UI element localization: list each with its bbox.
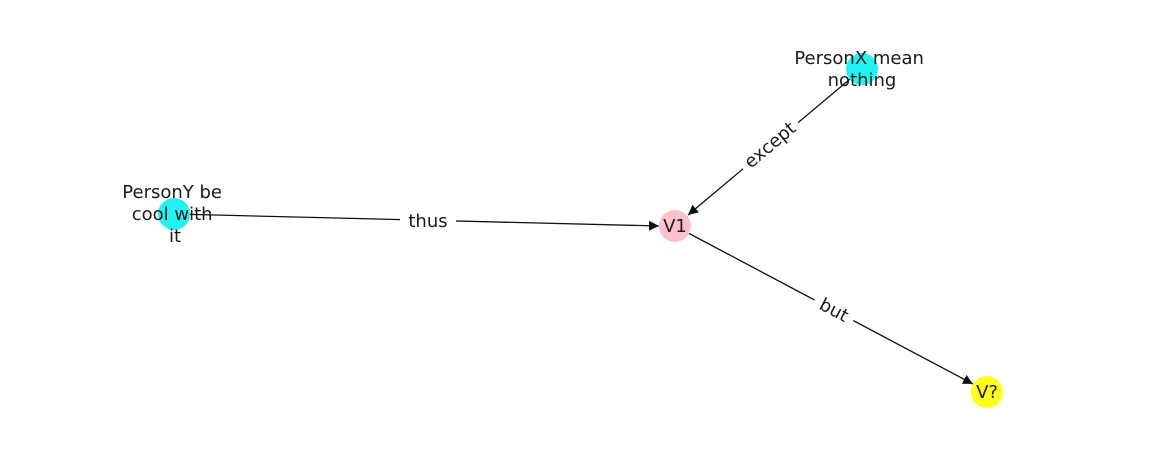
node-personx-label-line-1: PersonX mean <box>794 48 924 69</box>
node-v1-label: V1 <box>663 216 687 237</box>
nodes <box>158 53 1003 408</box>
node-labels: PersonX mean nothing PersonY be cool wit… <box>122 48 998 403</box>
node-vq-label: V? <box>976 382 998 403</box>
node-personx <box>846 53 878 85</box>
node-persony-label-line-1: PersonY be <box>122 182 222 203</box>
node-persony-label-line-3: it <box>169 226 181 247</box>
node-personx-label-line-2: nothing <box>828 70 897 91</box>
edge-label-except-group: except <box>733 111 807 179</box>
edges <box>173 68 974 385</box>
edge-label-thus-group: thus <box>400 206 456 234</box>
node-persony-label: PersonY be cool with it <box>122 182 227 247</box>
node-persony <box>158 198 190 230</box>
node-vq <box>971 376 1003 408</box>
edge-label-thus: thus <box>408 211 447 232</box>
node-v1 <box>659 210 691 242</box>
edge-label-but-group: but <box>808 287 860 333</box>
node-persony-label-line-2: cool with <box>132 204 213 225</box>
node-personx-label: PersonX mean nothing <box>794 48 929 91</box>
